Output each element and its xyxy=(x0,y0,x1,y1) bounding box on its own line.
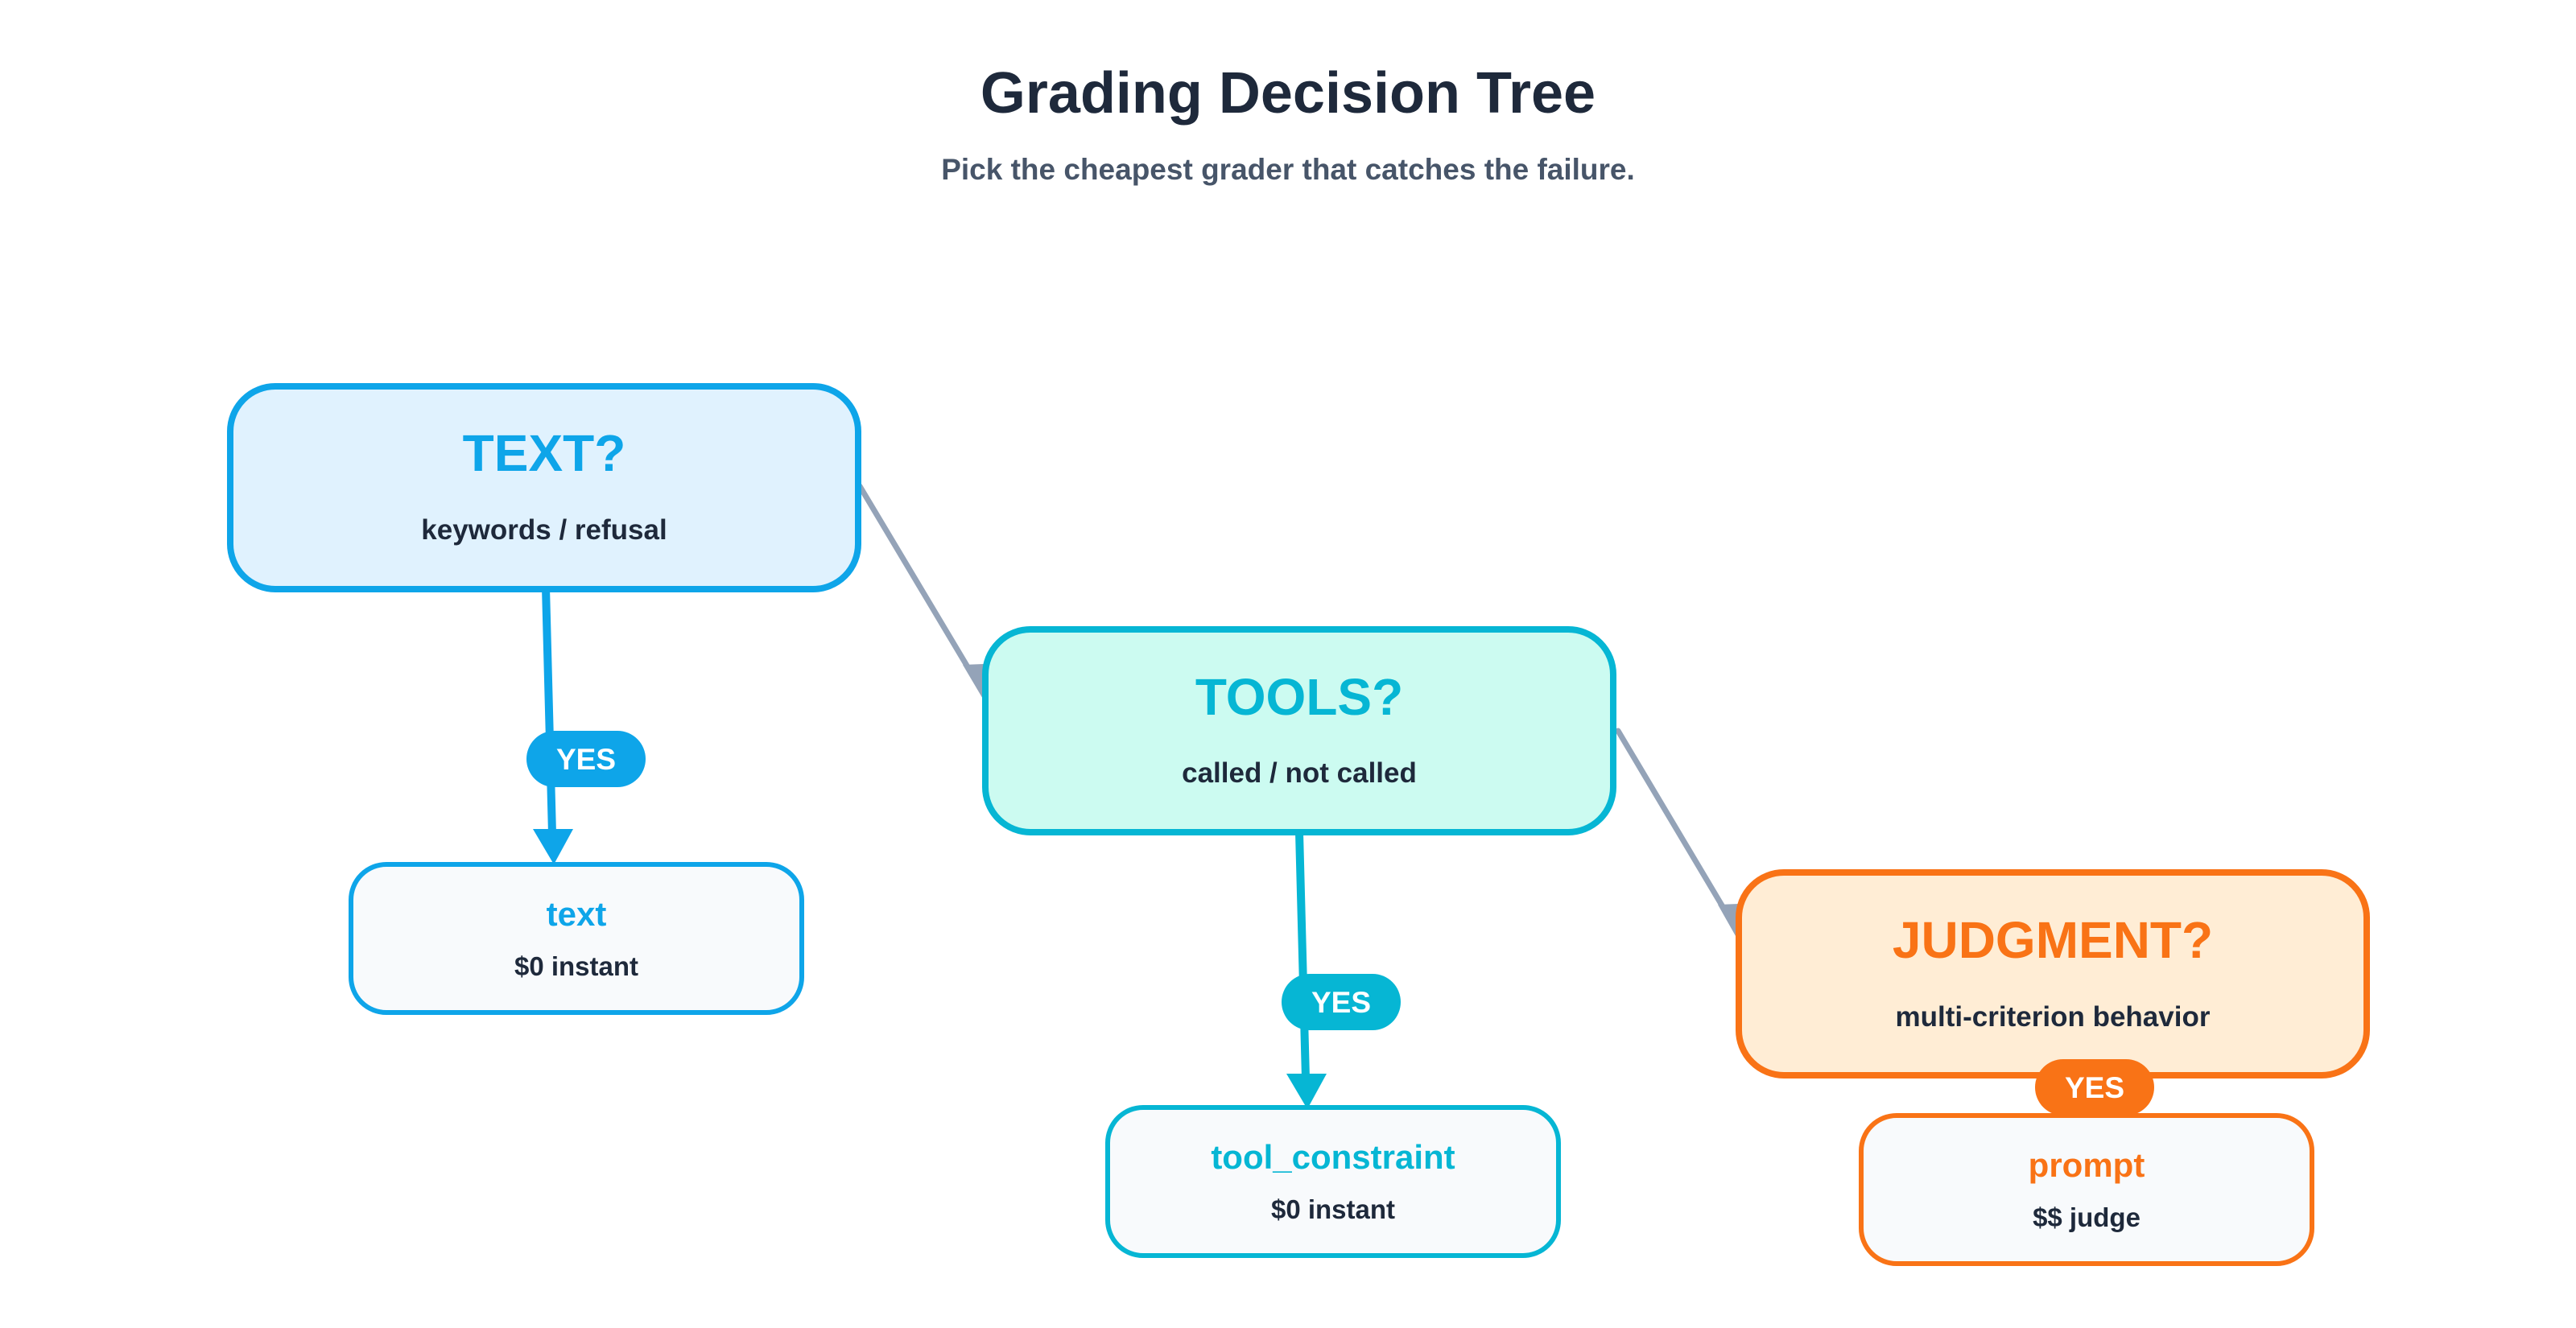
question-title: TEXT? xyxy=(463,424,626,482)
result-node-judgment: prompt $$ judge xyxy=(1859,1113,2314,1266)
yes-badge-tools: YES xyxy=(1282,974,1401,1030)
result-subtitle: $0 instant xyxy=(1271,1194,1395,1224)
yes-badge-judgment: YES xyxy=(2035,1059,2154,1116)
connector-tools-yes xyxy=(1286,828,1327,1109)
arrowhead-icon xyxy=(533,829,573,864)
yes-label: YES xyxy=(556,743,616,776)
result-title: tool_constraint xyxy=(1211,1138,1455,1176)
question-subtitle: keywords / refusal xyxy=(421,514,667,546)
question-node-text: TEXT? keywords / refusal xyxy=(227,383,861,592)
result-title: text xyxy=(547,895,607,933)
yes-badge-text: YES xyxy=(526,731,646,787)
question-title: JUDGMENT? xyxy=(1893,911,2213,969)
yes-label: YES xyxy=(2065,1071,2124,1104)
question-title: TOOLS? xyxy=(1195,668,1403,726)
result-subtitle: $0 instant xyxy=(514,951,638,981)
result-subtitle: $$ judge xyxy=(2033,1202,2140,1232)
result-title: prompt xyxy=(2029,1146,2145,1184)
arrowhead-icon xyxy=(1286,1074,1327,1109)
diagram-subtitle: Pick the cheapest grader that catches th… xyxy=(941,153,1635,186)
connector-text-yes xyxy=(533,584,573,864)
diagram-title: Grading Decision Tree xyxy=(980,61,1596,126)
question-node-judgment: JUDGMENT? multi-criterion behavior xyxy=(1736,869,2370,1078)
result-node-text: text $0 instant xyxy=(349,862,804,1015)
yes-label: YES xyxy=(1311,986,1371,1019)
result-node-tools: tool_constraint $0 instant xyxy=(1105,1105,1561,1258)
question-subtitle: multi-criterion behavior xyxy=(1896,1001,2211,1033)
question-node-tools: TOOLS? called / not called xyxy=(982,626,1616,835)
question-subtitle: called / not called xyxy=(1182,757,1417,789)
